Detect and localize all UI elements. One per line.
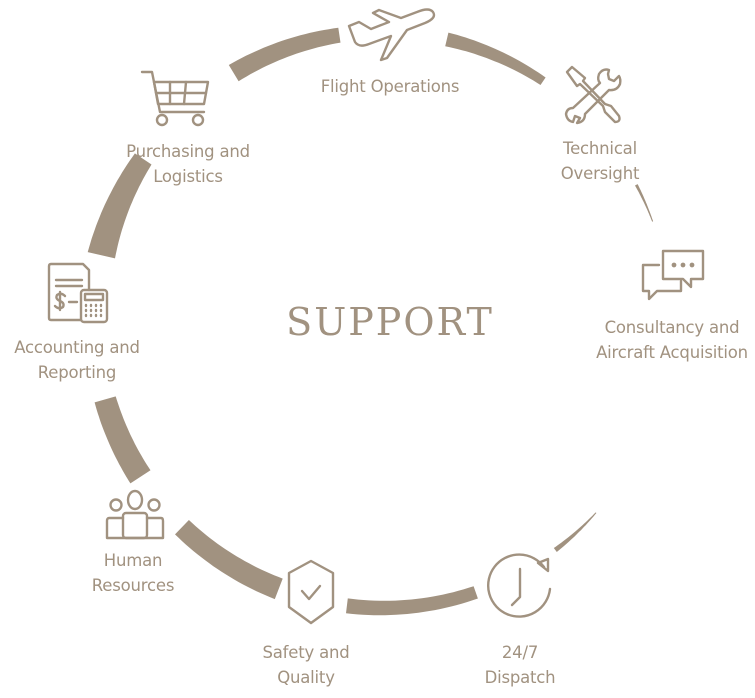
label-line: Technical [563,139,637,158]
label-line: 24/7 [501,643,539,662]
ring-arc-segment-5 [346,586,478,616]
ring-arc-segment-1 [228,27,341,82]
label-dispatch: 24/7 Dispatch [485,640,556,690]
airplane-icon [345,4,437,62]
chat-bubbles-icon [641,249,705,301]
label-consultancy: Consultancy and Aircraft Acquisition [596,315,748,365]
label-line: Dispatch [484,668,556,687]
label-line: Reporting [37,363,117,382]
label-line: Oversight [560,164,640,183]
label-flight-operations: Flight Operations [320,77,460,96]
label-line: Human [103,551,163,570]
label-line: Logistics [153,167,223,186]
ring-arc-segment-4 [553,512,597,552]
label-line: Consultancy and [604,318,740,337]
ring-arc-segment-3 [635,184,654,222]
label-safety: Safety and Quality [262,640,349,690]
wrench-screwdriver-icon [563,64,623,126]
accounting-calculator-icon [47,262,109,324]
center-title: SUPPORT [286,300,494,344]
ring-arc-segment-8 [87,153,152,259]
ring-arc-segment-6 [175,520,283,600]
clock-icon [486,553,554,621]
label-line: Accounting and [14,338,140,357]
label-line: Purchasing and [126,142,250,161]
ring-arc-segment-7 [94,396,151,484]
label-purchasing: Purchasing and Logistics [126,139,250,189]
label-technical-oversight: Technical Oversight [560,136,640,186]
ring-arc-segment-2 [445,32,546,85]
label-line: Aircraft Acquisition [596,343,748,362]
label-line: Quality [277,668,335,687]
shield-check-icon [286,559,336,625]
label-human-resources: Human Resources [91,548,175,598]
label-accounting: Accounting and Reporting [14,335,140,385]
label-line: Resources [91,576,175,595]
label-line: Safety and [262,643,350,662]
shopping-cart-icon [140,68,212,130]
people-icon [105,488,165,540]
